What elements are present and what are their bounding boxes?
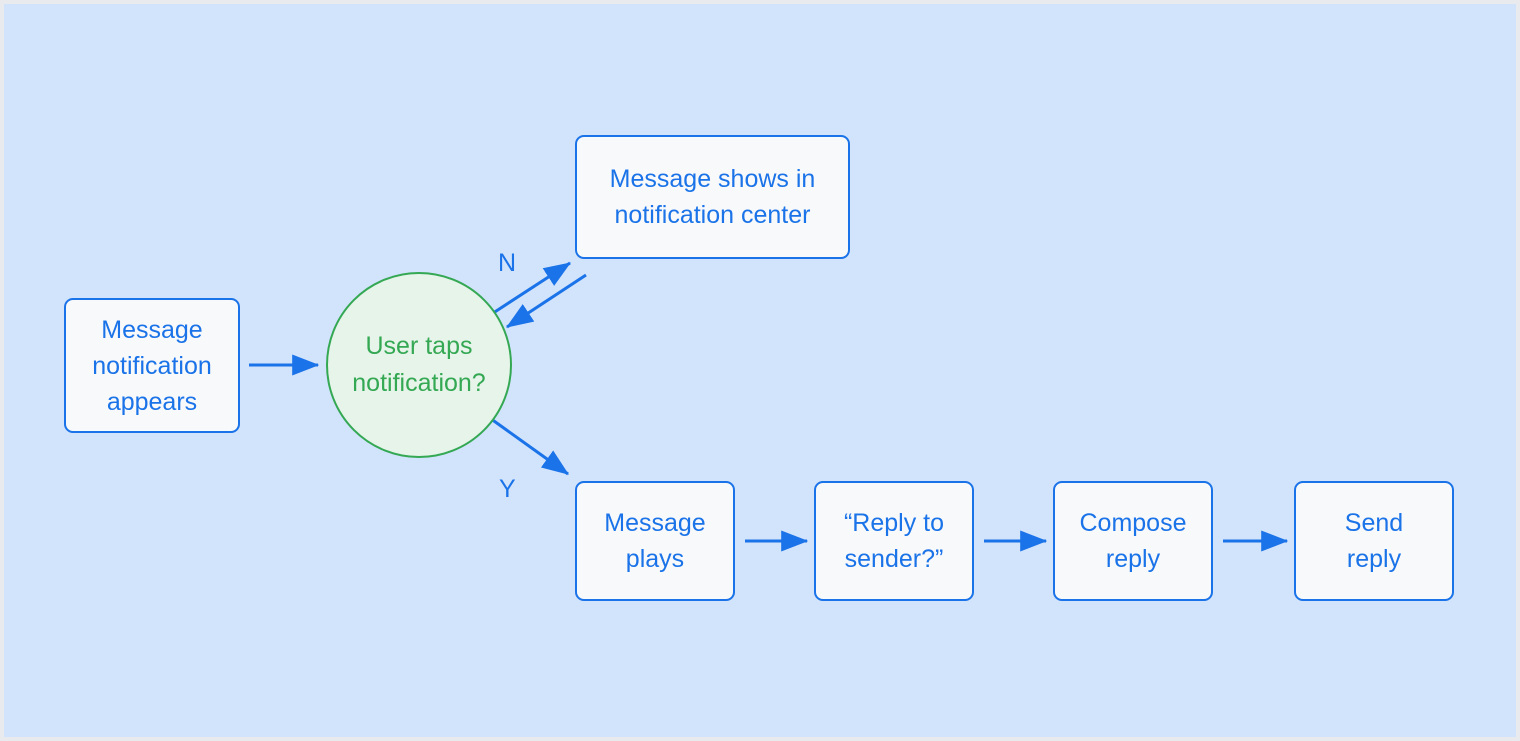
edge-notification-center-to-decision xyxy=(505,273,587,329)
node-send-reply[interactable]: Send reply xyxy=(1294,481,1454,601)
node-message-notification-appears[interactable]: Message notification appears xyxy=(64,298,240,433)
node-message-plays[interactable]: Message plays xyxy=(575,481,735,601)
edge-label-no: N xyxy=(498,249,517,277)
node-user-taps-notification[interactable]: User taps notification? xyxy=(326,272,512,458)
node-compose-reply[interactable]: Compose reply xyxy=(1053,481,1213,601)
edge-decision-to-message-plays xyxy=(486,414,569,476)
node-reply-to-sender[interactable]: “Reply to sender?” xyxy=(814,481,974,601)
node-message-shows-in-notification-center[interactable]: Message shows in notification center xyxy=(575,135,850,259)
edge-label-yes: Y xyxy=(499,475,516,503)
